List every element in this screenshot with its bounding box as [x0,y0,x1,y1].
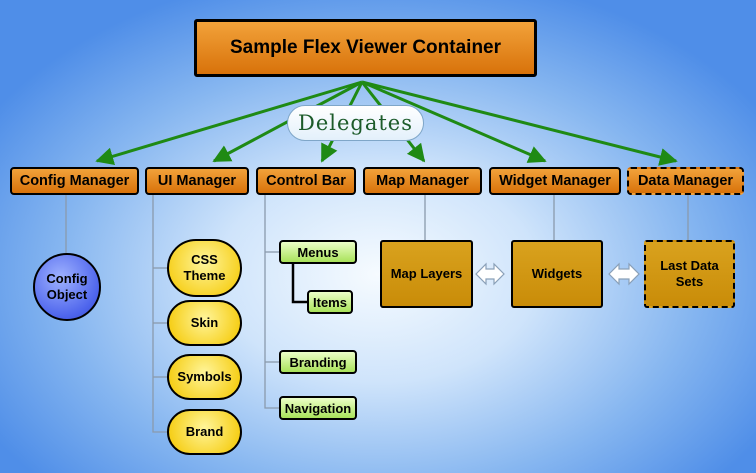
widgets-node: Widgets [511,240,603,308]
map-manager-label: Map Manager [376,173,469,189]
css-theme-node: CSS Theme [167,239,242,297]
branding-label: Branding [289,354,347,370]
control-bar-label: Control Bar [266,173,346,189]
menus-node: Menus [279,240,357,264]
map-layers-label: Map Layers [390,266,463,281]
map-layers-node: Map Layers [380,240,473,308]
map-widgets-arrow [475,262,505,286]
bidirectional-arrows [475,262,640,286]
widget-manager-label: Widget Manager [499,173,611,189]
config-object-node: Config Object [33,253,101,321]
menus-items-connector [291,264,307,304]
container-title-box: Sample Flex Viewer Container [194,19,537,77]
data-manager-label: Data Manager [637,173,734,189]
arrow-to-data-manager [361,80,678,166]
ui-manager-label: UI Manager [157,173,237,189]
widgets-label: Widgets [531,266,583,281]
widget-manager-box: Widget Manager [489,167,621,195]
items-label: Items [313,294,347,310]
map-manager-box: Map Manager [363,167,482,195]
widgets-data-arrow [608,262,640,286]
config-manager-box: Config Manager [10,167,139,195]
data-manager-box: Data Manager [627,167,744,195]
navigation-node: Navigation [279,396,357,420]
container-title: Sample Flex Viewer Container [229,37,502,58]
control-bar-box: Control Bar [256,167,356,195]
css-theme-label: CSS Theme [183,252,226,283]
tree-lines [65,195,689,433]
delegates-label: Delegates [297,111,413,135]
brand-label: Brand [185,424,224,439]
symbols-node: Symbols [167,354,242,400]
navigation-label: Navigation [284,400,352,416]
delegation-arrows [95,80,678,166]
ui-manager-box: UI Manager [145,167,249,195]
skin-node: Skin [167,300,242,346]
last-data-sets-label: Last Data Sets [660,258,719,289]
symbols-label: Symbols [177,369,232,384]
delegates-label-bubble: Delegates [287,105,424,141]
items-node: Items [307,290,353,314]
menus-label: Menus [297,244,339,260]
config-manager-label: Config Manager [19,173,130,189]
config-object-label: Config Object [46,271,88,302]
arrow-to-widget-manager [361,80,547,163]
brand-node: Brand [167,409,242,455]
branding-node: Branding [279,350,357,374]
last-data-sets-node: Last Data Sets [644,240,735,308]
arrow-to-config-manager [95,80,363,165]
skin-label: Skin [190,315,219,330]
